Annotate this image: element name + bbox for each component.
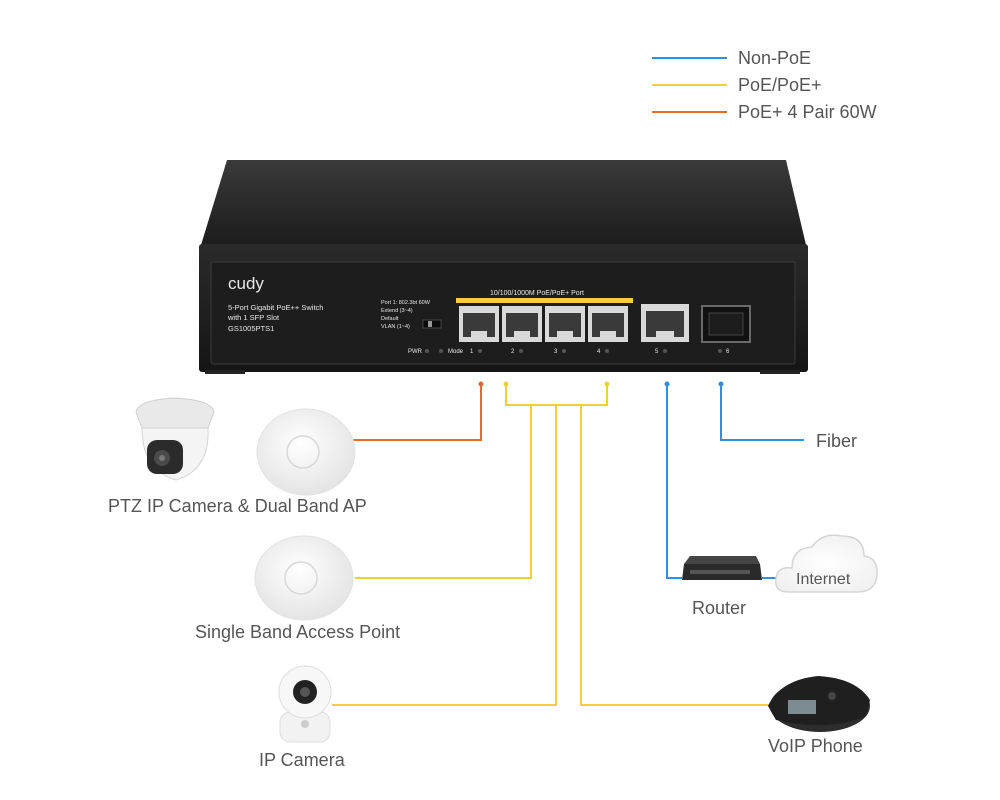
link-poe-bracket [505,384,608,406]
port-4-latch [600,331,616,337]
label-fiber: Fiber [816,431,857,451]
poe-port-band-label: 10/100/1000M PoE/PoE+ Port [490,290,584,297]
label-voip: VoIP Phone [768,736,863,756]
ip-camera-speaker [301,720,309,728]
link-voip-phone [580,405,770,706]
label-internet: Internet [796,571,851,588]
link-endpoint-port4 [604,381,610,387]
label-router: Router [692,598,746,618]
single-band-ap-body [254,535,354,621]
mode-line2: Extend (3~4) [381,308,413,314]
port-1[interactable] [459,306,499,342]
port-label-3: 3 [554,349,558,355]
port-6-sfp-slot [708,312,744,336]
switch-model-line2: with 1 SFP Slot [227,313,280,322]
port-2-latch [514,331,530,337]
connections [332,381,804,706]
switch-model-code: GS1005PTS1 [228,324,274,333]
ip-camera-lens-inner [300,687,310,697]
label-single-ap: Single Band Access Point [195,622,400,642]
ptz-camera-base [135,397,215,429]
link-ip-camera [332,405,557,706]
label-ip-camera: IP Camera [259,750,346,770]
poe-port-band [456,298,633,303]
port-led-6 [718,349,722,353]
mode-switch-knob [428,321,432,327]
voip-phone-icon [768,676,870,732]
voip-phone-shell [768,676,870,726]
port-led-3 [562,349,566,353]
port-label-5: 5 [655,349,659,355]
port-number-labels: 1 2 3 4 5 6 [470,349,730,355]
voip-phone-screen [788,700,816,714]
mode-label: Mode [448,349,464,355]
port-label-2: 2 [511,349,515,355]
dual-band-ap-ring [286,435,320,469]
link-port6-fiber [720,384,804,441]
dual-band-ap-body [256,408,356,496]
mode-line3: Default [381,316,399,322]
switch-foot-right [760,370,800,374]
label-ptz-ap: PTZ IP Camera & Dual Band AP [108,496,367,516]
link-endpoint-port6 [718,381,724,387]
port-5-latch [656,331,674,337]
router-icon [682,556,762,580]
legend-label-non-poe: Non-PoE [738,48,811,68]
voip-phone-speaker [828,692,836,700]
switch-model-line1: 5-Port Gigabit PoE++ Switch [228,303,323,312]
router-top [684,556,760,564]
poe-switch: cudy 5-Port Gigabit PoE++ Switch with 1 … [199,160,808,374]
port-led-5 [663,349,667,353]
legend: Non-PoE PoE/PoE+ PoE+ 4 Pair 60W [652,48,877,122]
port-led-1 [478,349,482,353]
port-led-4 [605,349,609,353]
ptz-camera-icon [135,397,215,481]
internet-cloud-icon [775,534,878,593]
link-port5-router [666,384,682,579]
mode-line4: VLAN (1~4) [381,324,410,330]
port-label-1: 1 [470,349,474,355]
dual-band-ap-icon [256,408,356,496]
legend-item-poe-60w: PoE+ 4 Pair 60W [652,102,877,122]
pwr-label: PWR [408,349,423,355]
link-single-ap [355,405,532,579]
link-endpoint-port2 [503,381,509,387]
mode-led [439,349,443,353]
link-port1-ptz-ap [352,384,482,441]
port-label-4: 4 [597,349,601,355]
pwr-led [425,349,429,353]
legend-label-poe-60w: PoE+ 4 Pair 60W [738,102,877,122]
port-led-2 [519,349,523,353]
ptz-camera-lens-glint [159,455,165,461]
legend-item-poe: PoE/PoE+ [652,75,822,95]
single-band-ap-icon [254,535,354,621]
port-label-6: 6 [726,349,730,355]
port-4[interactable] [588,306,628,342]
port-2[interactable] [502,306,542,342]
single-band-ap-ring [284,561,318,595]
legend-item-non-poe: Non-PoE [652,48,811,68]
legend-label-poe: PoE/PoE+ [738,75,822,95]
port-5[interactable] [641,304,689,342]
switch-foot-left [205,370,245,374]
switch-top [201,160,806,245]
ip-camera-icon [278,665,332,743]
switch-brand-logo: cudy [228,274,264,293]
port-3[interactable] [545,306,585,342]
port-6-sfp[interactable] [701,305,751,343]
internet-cloud-shape [775,534,878,593]
mode-line1: Port 1: 802.3bt 60W [381,300,431,306]
link-endpoint-port1 [478,381,484,387]
port-3-latch [557,331,573,337]
port-1-latch [471,331,487,337]
router-ports [690,570,750,574]
link-endpoint-port5 [664,381,670,387]
